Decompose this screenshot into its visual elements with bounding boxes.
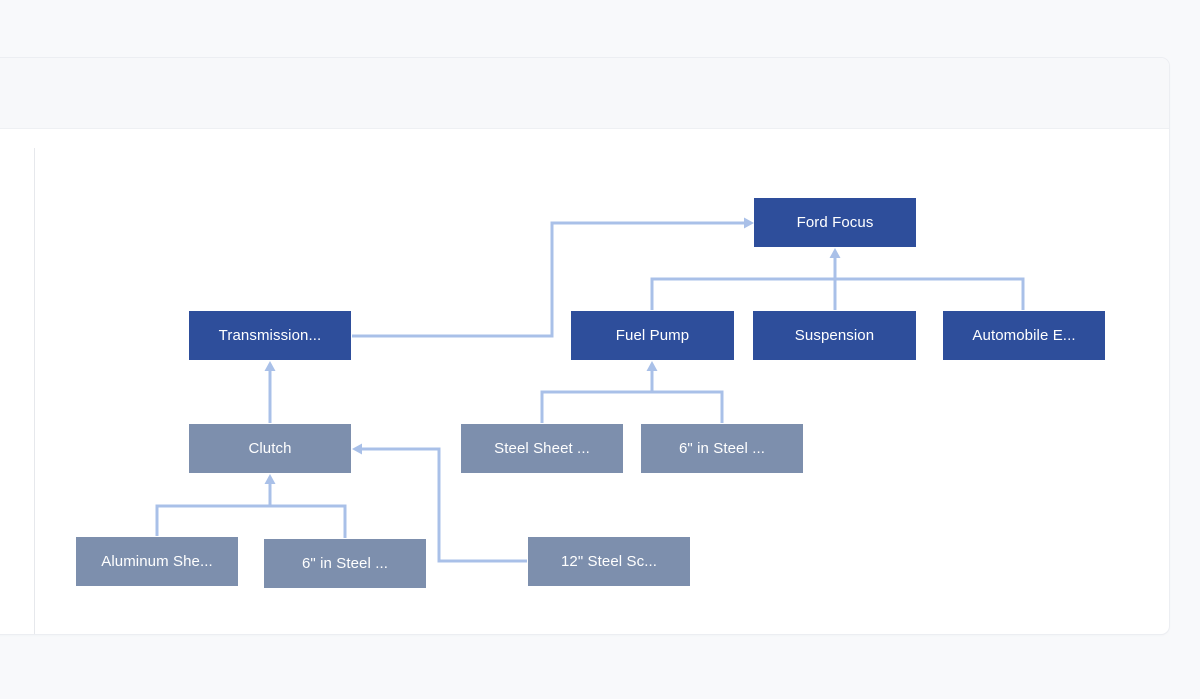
node-suspension[interactable]: Suspension bbox=[753, 311, 916, 360]
card-header bbox=[0, 58, 1169, 129]
node-12in-steel-screw[interactable]: 12" Steel Sc... bbox=[528, 537, 690, 586]
node-ford-focus[interactable]: Ford Focus bbox=[754, 198, 916, 247]
node-fuel-pump[interactable]: Fuel Pump bbox=[571, 311, 734, 360]
node-steel-sheet[interactable]: Steel Sheet ... bbox=[461, 424, 623, 473]
node-6in-steel-clutch[interactable]: 6" in Steel ... bbox=[264, 539, 426, 588]
left-panel-divider bbox=[34, 148, 35, 634]
node-automobile-engine[interactable]: Automobile E... bbox=[943, 311, 1105, 360]
node-transmission[interactable]: Transmission... bbox=[189, 311, 351, 360]
node-aluminum-sheet[interactable]: Aluminum She... bbox=[76, 537, 238, 586]
node-6in-steel-fuel-pump[interactable]: 6" in Steel ... bbox=[641, 424, 803, 473]
node-clutch[interactable]: Clutch bbox=[189, 424, 351, 473]
